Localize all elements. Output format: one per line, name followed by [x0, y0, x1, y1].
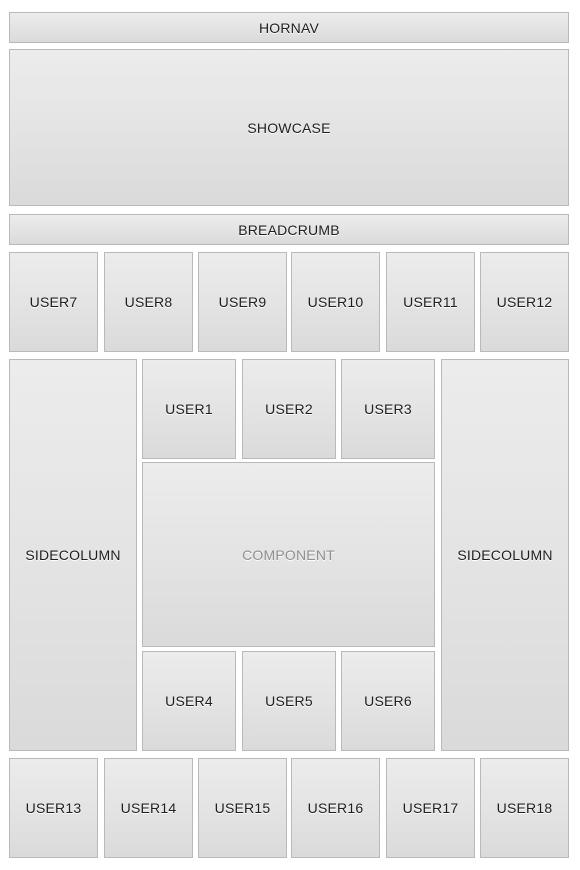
user8-block: USER8: [104, 252, 193, 352]
user15-label: USER15: [214, 800, 271, 816]
user11-label: USER11: [403, 294, 458, 310]
user6-label: USER6: [364, 693, 412, 709]
user16-block: USER16: [291, 758, 380, 858]
user1-label: USER1: [165, 401, 213, 417]
user5-block: USER5: [242, 651, 336, 751]
user12-label: USER12: [496, 294, 553, 310]
sidecolumn-left-label: SIDECOLUMN: [25, 547, 121, 563]
user2-block: USER2: [242, 359, 336, 459]
user1-block: USER1: [142, 359, 236, 459]
hornav-block: HORNAV: [9, 12, 569, 43]
component-block: COMPONENT: [142, 462, 435, 647]
sidecolumn-right-label: SIDECOLUMN: [457, 547, 553, 563]
user3-block: USER3: [341, 359, 435, 459]
user13-block: USER13: [9, 758, 98, 858]
user7-label: USER7: [29, 294, 78, 310]
user2-label: USER2: [265, 401, 313, 417]
user10-block: USER10: [291, 252, 380, 352]
user4-label: USER4: [165, 693, 213, 709]
user12-block: USER12: [480, 252, 569, 352]
user6-block: USER6: [341, 651, 435, 751]
breadcrumb-label: BREADCRUMB: [238, 221, 340, 238]
user15-block: USER15: [198, 758, 287, 858]
user16-label: USER16: [307, 800, 364, 816]
user14-block: USER14: [104, 758, 193, 858]
user18-label: USER18: [496, 800, 553, 816]
user3-label: USER3: [364, 401, 412, 417]
user5-label: USER5: [265, 693, 313, 709]
user9-label: USER9: [218, 294, 267, 310]
user18-block: USER18: [480, 758, 569, 858]
showcase-label: SHOWCASE: [247, 119, 331, 136]
user11-block: USER11: [386, 252, 475, 352]
user10-label: USER10: [307, 294, 364, 310]
user13-label: USER13: [25, 800, 82, 816]
user14-label: USER14: [120, 800, 177, 816]
breadcrumb-block: BREADCRUMB: [9, 214, 569, 245]
user4-block: USER4: [142, 651, 236, 751]
user9-block: USER9: [198, 252, 287, 352]
user8-label: USER8: [124, 294, 173, 310]
showcase-block: SHOWCASE: [9, 49, 569, 206]
sidecolumn-right-block: SIDECOLUMN: [441, 359, 569, 751]
sidecolumn-left-block: SIDECOLUMN: [9, 359, 137, 751]
user17-label: USER17: [402, 800, 459, 816]
user17-block: USER17: [386, 758, 475, 858]
component-label: COMPONENT: [242, 546, 335, 563]
user7-block: USER7: [9, 252, 98, 352]
hornav-label: HORNAV: [258, 19, 320, 36]
